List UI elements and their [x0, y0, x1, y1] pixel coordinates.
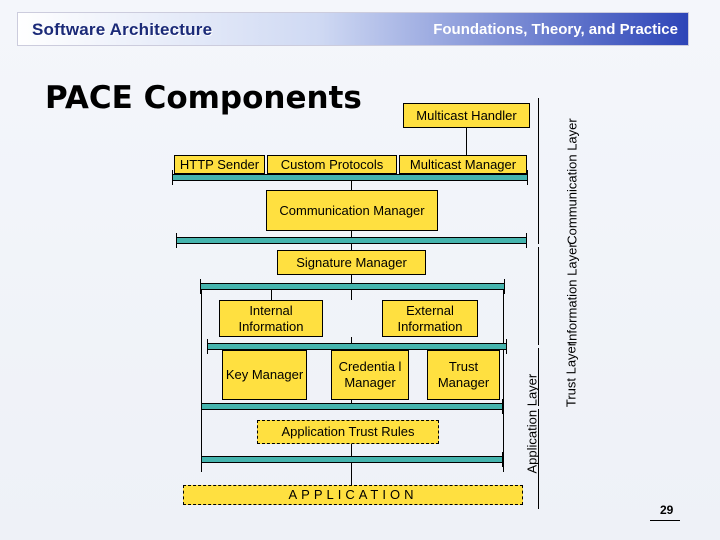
- slide-title: PACE Components: [45, 80, 362, 116]
- layer-bracket: [538, 348, 539, 406]
- connector-line: [351, 290, 352, 300]
- multicast-manager-box: Multicast Manager: [399, 155, 527, 174]
- internal-information-box: Internal Information: [219, 300, 323, 337]
- information-layer-label: Information Layer: [564, 243, 580, 345]
- footer-rule: [650, 520, 680, 521]
- http-sender-box: HTTP Sender: [174, 155, 265, 174]
- connector-line: [351, 463, 352, 485]
- page-number: 29: [660, 503, 674, 517]
- connector-line: [351, 444, 352, 456]
- connector-line: [271, 290, 272, 300]
- connector-line: [351, 231, 352, 237]
- connector-line: [466, 128, 467, 156]
- credential-manager-box: Credentia l Manager: [331, 350, 409, 400]
- layer-bracket: [538, 247, 539, 345]
- layer-bracket: [538, 409, 539, 509]
- application-box: APPLICATION: [183, 485, 523, 505]
- header-left-title: Software Architecture: [32, 20, 213, 39]
- header-right-title: Foundations, Theory, and Practice: [433, 21, 678, 38]
- communication-manager-box: Communication Manager: [266, 190, 438, 231]
- connector-line: [201, 288, 202, 472]
- key-manager-box: Key Manager: [222, 350, 307, 400]
- custom-protocols-box: Custom Protocols: [267, 155, 397, 174]
- application-layer-label: Application Layer: [524, 373, 540, 474]
- connector-line: [503, 288, 504, 472]
- application-trust-rules-box: Application Trust Rules: [257, 420, 439, 444]
- communication-layer-label: Communication Layer: [564, 118, 580, 245]
- connector-line: [351, 244, 352, 250]
- connector-bus: [201, 452, 503, 467]
- trust-layer-label: Trust Layer: [563, 341, 579, 408]
- connector-line: [351, 275, 352, 283]
- connector-bus: [176, 233, 527, 248]
- connector-bus: [172, 170, 528, 185]
- layer-bracket: [538, 98, 539, 244]
- connector-line: [351, 180, 352, 190]
- trust-manager-box: Trust Manager: [427, 350, 500, 400]
- signature-manager-box: Signature Manager: [277, 250, 426, 275]
- connector-bus: [207, 339, 507, 354]
- slide-header: Software Architecture Foundations, Theor…: [17, 12, 689, 46]
- external-information-box: External Information: [382, 300, 478, 337]
- connector-bus: [200, 279, 505, 294]
- multicast-handler-box: Multicast Handler: [403, 103, 530, 128]
- connector-bus: [201, 399, 503, 414]
